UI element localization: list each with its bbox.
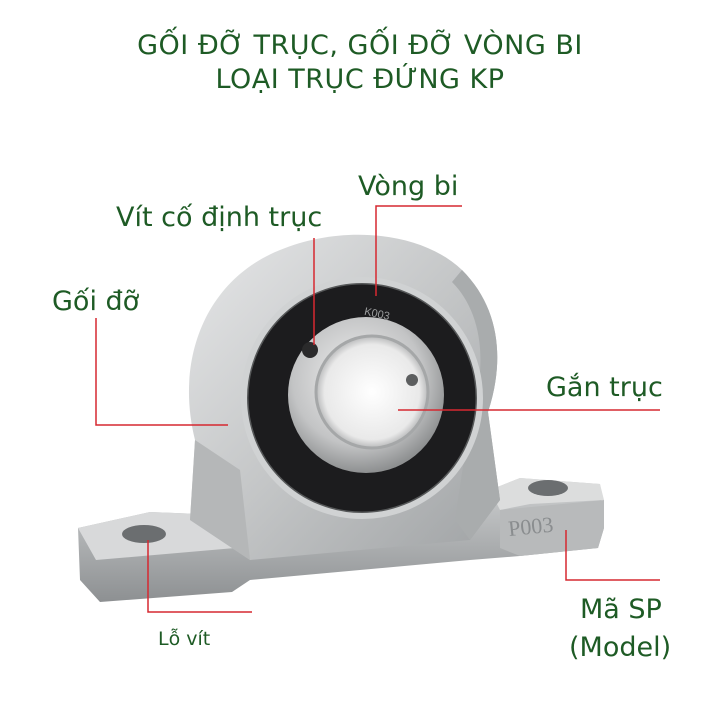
label-shaft: Gắn trục [546, 372, 663, 403]
callout-line-bolt-hole [147, 540, 252, 613]
set-screw [302, 342, 318, 358]
set-screw-opposite [406, 374, 418, 386]
title-line-2: LOẠI TRỤC ĐỨNG KP [215, 64, 505, 95]
bearing-marking: K003 [363, 306, 391, 323]
label-model-line-1: Mã SP [580, 594, 662, 625]
label-set-screw: Vít cố định trục [116, 202, 323, 233]
callout-line-model [565, 530, 660, 581]
shaft-bore [316, 336, 428, 448]
label-model-line-2: (Model) [569, 632, 672, 663]
bolt-hole-right [528, 480, 568, 496]
title-line-1: GỐI ĐỠ TRỤC, GỐI ĐỠ VÒNG BI [137, 30, 583, 61]
bolt-hole-left [122, 525, 166, 543]
callout-lines [95, 205, 660, 613]
callout-line-housing [95, 318, 228, 426]
label-bearing: Vòng bi [358, 171, 459, 202]
callout-line-bearing [375, 205, 462, 296]
housing-marking: P003 [507, 512, 555, 542]
label-bolt-hole: Lỗ vít [158, 628, 211, 650]
label-housing: Gối đỡ [52, 286, 140, 317]
